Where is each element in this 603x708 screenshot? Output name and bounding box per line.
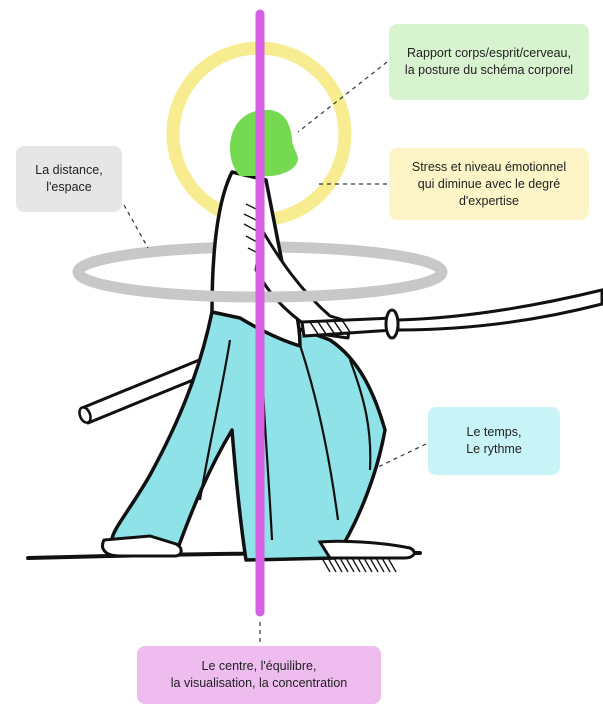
ground-hatching — [321, 557, 397, 573]
leader-lines — [123, 61, 427, 644]
sword — [300, 288, 603, 340]
hakama — [110, 310, 387, 562]
front-foot — [317, 539, 416, 560]
callout-stress: Stress et niveau émotionnel qui diminue … — [389, 148, 589, 220]
callout-center: Le centre, l'équilibre, la visualisation… — [137, 646, 381, 704]
back-foot — [101, 534, 183, 558]
callout-distance: La distance, l'espace — [16, 146, 122, 212]
callout-time: Le temps, Le rythme — [428, 407, 560, 475]
callout-body-mind: Rapport corps/esprit/cerveau, la posture… — [389, 24, 589, 100]
